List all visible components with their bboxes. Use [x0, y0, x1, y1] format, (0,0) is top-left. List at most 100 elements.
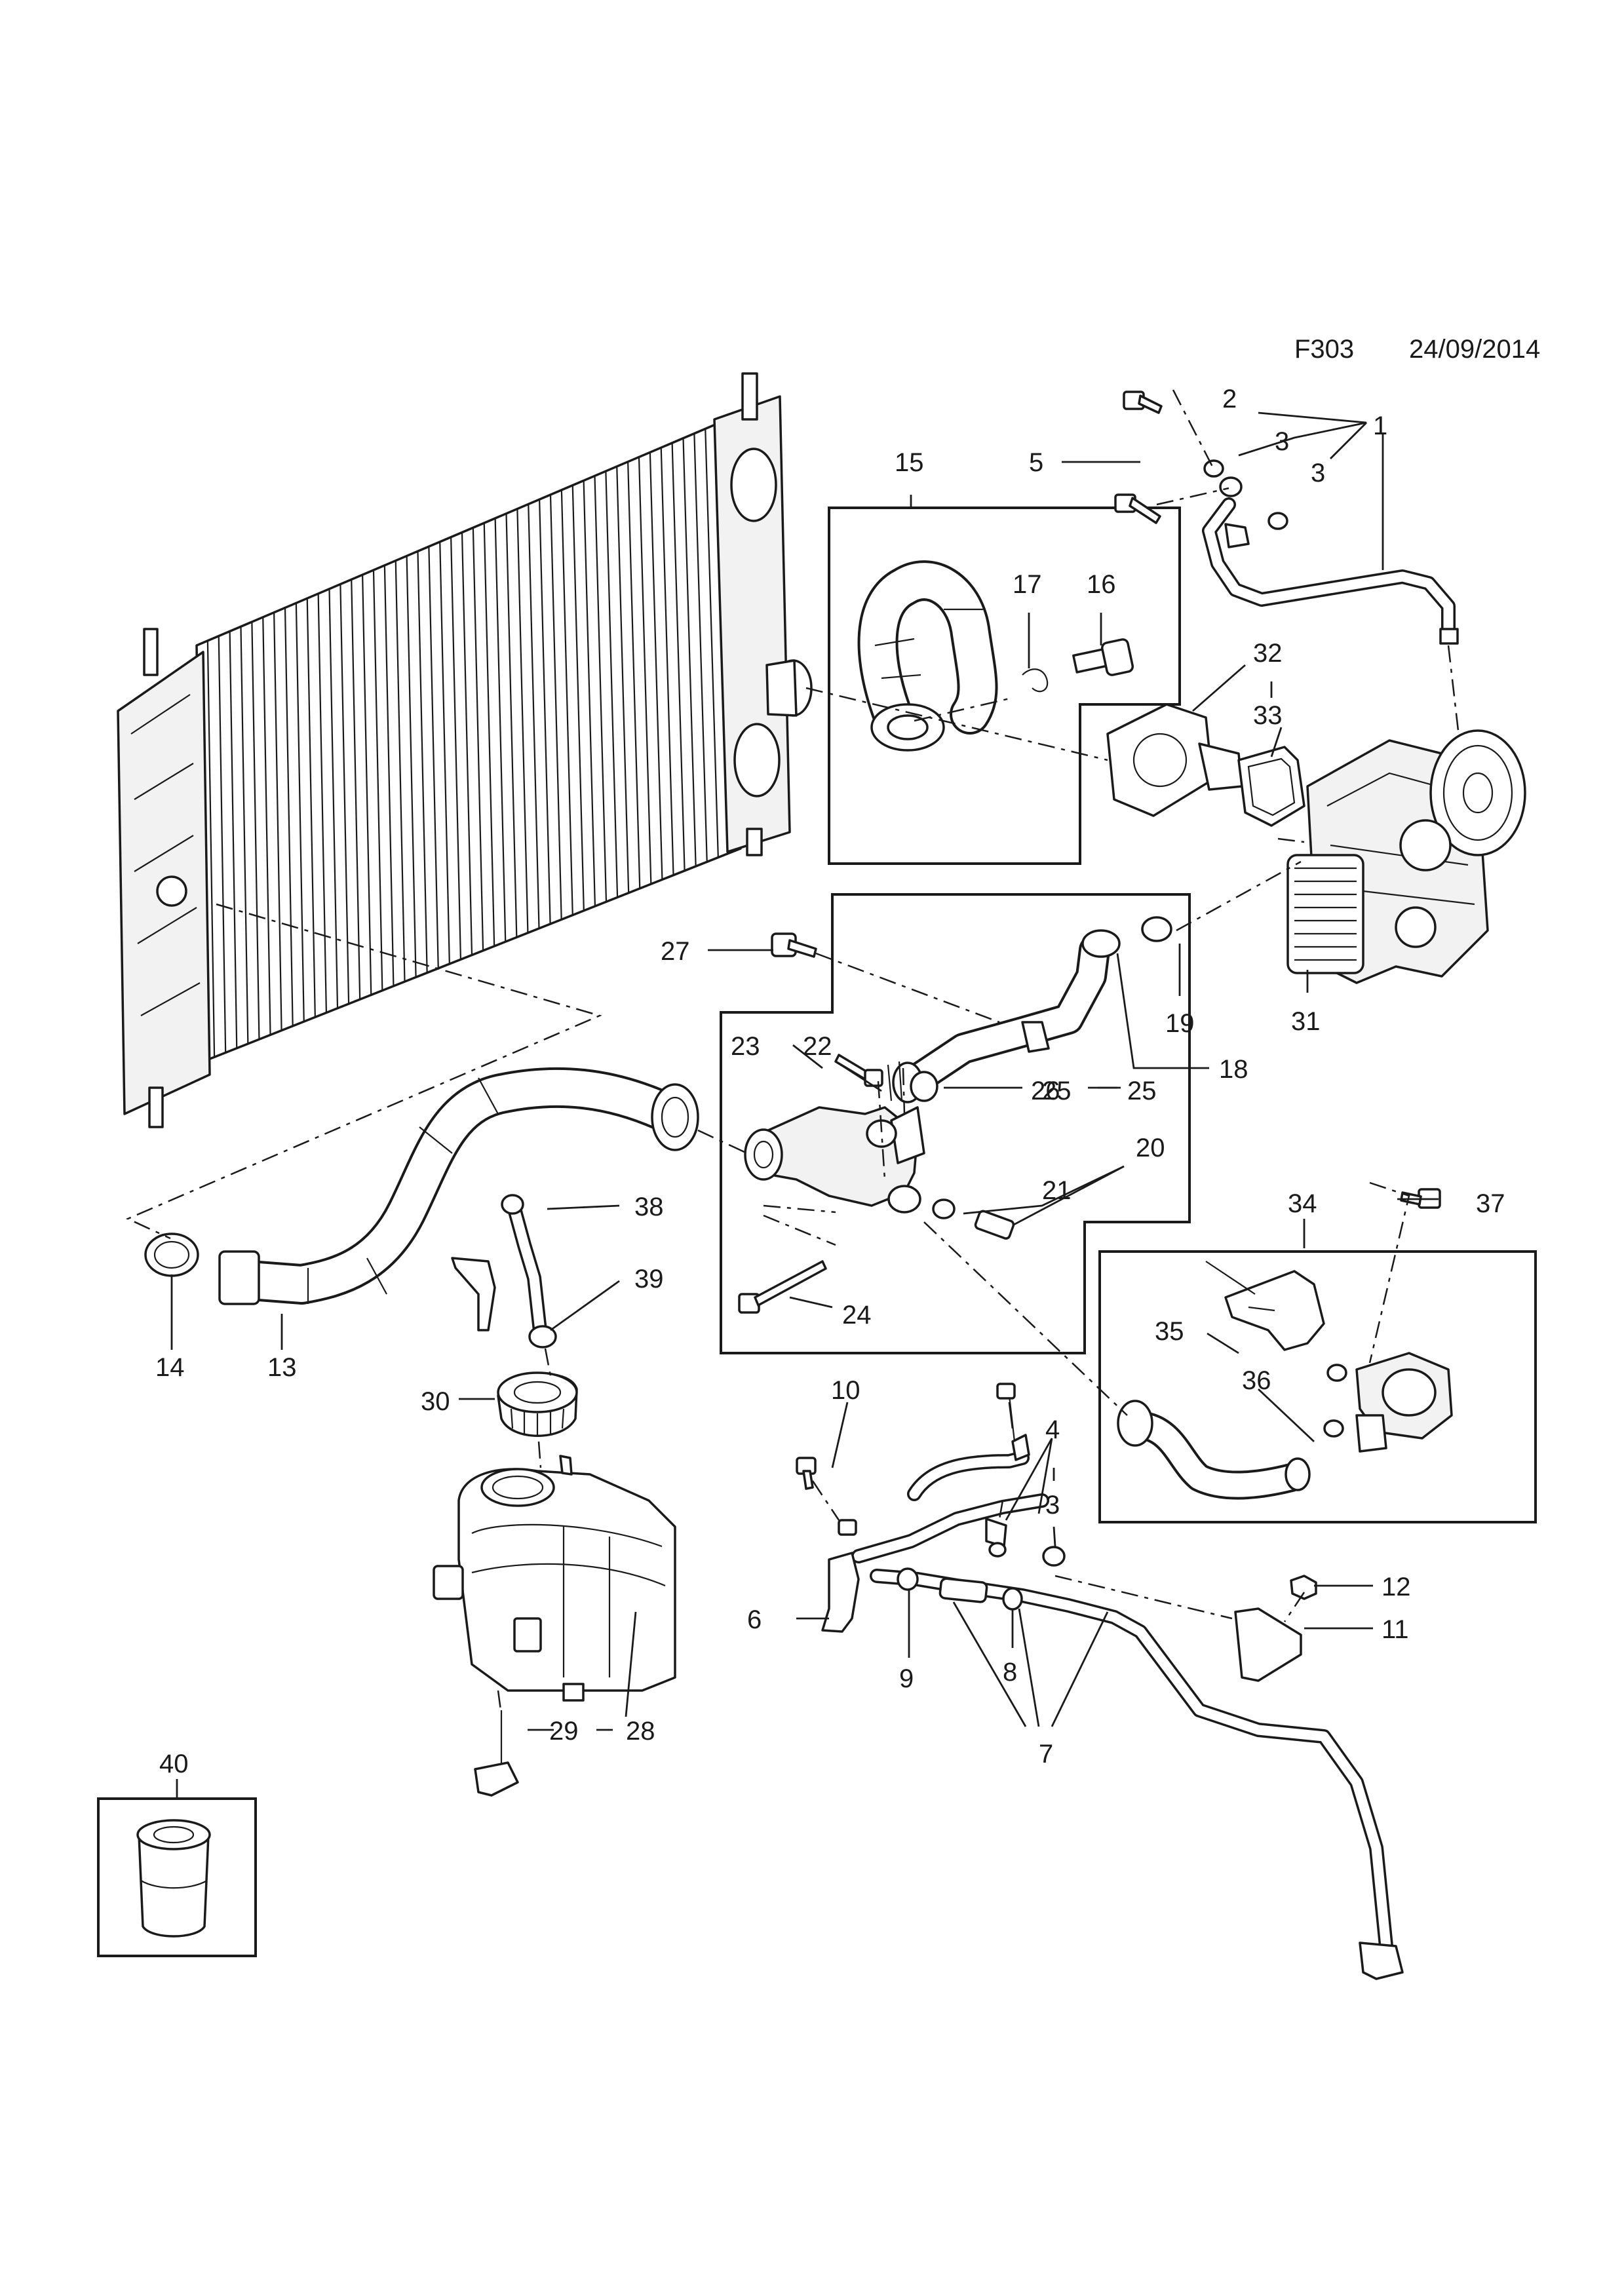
radiator-fin — [494, 518, 507, 942]
connection-line — [544, 1348, 552, 1377]
radiator-fin — [483, 523, 495, 946]
sensor-20-icon — [974, 1210, 1015, 1240]
radiator-fin — [262, 617, 271, 1035]
callout-27: 27 — [661, 937, 690, 966]
radiator-fin — [505, 513, 518, 938]
callout-35: 35 — [1155, 1317, 1184, 1346]
filler-cap-icon — [497, 1371, 578, 1437]
radiator-fin — [306, 598, 316, 1018]
bolt-10-icon — [796, 1457, 857, 1536]
connection-line — [877, 1081, 886, 1180]
callout-7: 7 — [1039, 1740, 1053, 1769]
radiator-fin — [461, 532, 473, 955]
radiator-fin — [240, 626, 249, 1044]
callout-9: 9 — [899, 1664, 914, 1693]
callout-23: 23 — [731, 1032, 760, 1061]
radiator-fin — [428, 546, 439, 968]
callout-29: 29 — [549, 1717, 579, 1746]
clip-22-icon — [887, 1061, 903, 1101]
radiator-fin — [705, 429, 719, 858]
callout-8: 8 — [1003, 1658, 1017, 1687]
connection-line — [998, 1500, 1004, 1520]
callout-17: 17 — [1013, 570, 1042, 599]
washer-3-icon — [1203, 459, 1288, 530]
callout-40: 40 — [159, 1750, 189, 1778]
radiator-fin — [660, 448, 674, 875]
radiator-fin — [251, 622, 260, 1040]
connection-line — [815, 952, 1000, 1024]
callout-15: 15 — [895, 448, 924, 477]
callout-21: 21 — [1042, 1176, 1072, 1205]
connection-line — [537, 1441, 542, 1468]
hose-35-icon — [1117, 1400, 1311, 1500]
callout-13: 13 — [267, 1353, 297, 1382]
group-box-18 — [720, 893, 1191, 1354]
radiator-fin — [627, 461, 641, 889]
clip-8-icon — [1002, 1587, 1023, 1611]
radiator-fin — [383, 565, 395, 986]
callout-10: 10 — [831, 1376, 860, 1405]
callout-28: 28 — [626, 1717, 655, 1746]
connection-line — [1368, 1181, 1410, 1364]
clip-39-icon — [528, 1325, 557, 1349]
connection-line — [1172, 389, 1214, 467]
connection-line — [914, 697, 1013, 722]
sensor-4-icon — [985, 1518, 1007, 1558]
radiator-fin — [693, 433, 708, 862]
diagram-date: 24/09/2014 — [1409, 335, 1540, 364]
radiator-fin — [295, 603, 305, 1022]
callout-3: 3 — [1311, 459, 1325, 488]
plug-icon — [136, 1819, 211, 1938]
radiator-fin — [616, 466, 630, 893]
radiator-fin — [206, 640, 216, 1058]
radiator-fin — [417, 551, 428, 973]
callout-38: 38 — [634, 1193, 664, 1221]
connection-line — [1156, 487, 1229, 506]
callout-34: 34 — [1288, 1189, 1317, 1218]
connection-line — [902, 1067, 906, 1115]
level-sensor-29-icon — [474, 1710, 519, 1797]
radiator-fin — [528, 504, 540, 928]
callout-4: 4 — [1045, 1415, 1060, 1444]
callout-37: 37 — [1476, 1189, 1505, 1218]
callout-25: 25 — [1127, 1077, 1157, 1105]
thermostat-housing-icon — [1106, 703, 1243, 817]
gasket-33-icon — [1237, 746, 1305, 827]
radiator-fin — [284, 607, 294, 1026]
bolt-23-icon — [834, 1054, 883, 1087]
radiator-fin — [571, 485, 585, 911]
radiator-fin — [229, 631, 238, 1048]
radiator-icon — [117, 372, 813, 1128]
callout-20: 20 — [1136, 1134, 1165, 1162]
bracket-6-icon — [821, 1552, 860, 1633]
callout-2: 2 — [1222, 385, 1237, 413]
callout-5: 5 — [1029, 448, 1043, 477]
bolt-27-icon — [771, 932, 817, 958]
radiator-fin — [682, 438, 697, 867]
group-box-15 — [828, 507, 1181, 865]
callout-22: 22 — [803, 1032, 832, 1061]
radiator-fin — [372, 569, 383, 991]
engine-block-icon — [1286, 729, 1526, 984]
radiator-fin — [317, 593, 328, 1013]
radiator-fin — [273, 612, 282, 1031]
radiator-fin — [339, 584, 350, 1004]
hose-38-icon — [451, 1194, 548, 1344]
callout-30: 30 — [421, 1387, 450, 1416]
leader-lines — [170, 411, 1439, 1799]
group-box-34 — [1098, 1250, 1537, 1523]
radiator-fin — [549, 494, 562, 920]
clip-9-icon — [897, 1567, 919, 1591]
o-ring-26-icon — [910, 1071, 938, 1102]
washer-3-lower-icon — [1042, 1546, 1066, 1567]
callout-26: 26 — [1031, 1077, 1060, 1105]
callout-16: 16 — [1087, 570, 1116, 599]
radiator-fin — [539, 499, 551, 925]
connection-line — [125, 903, 602, 1240]
o-ring-19-icon — [1141, 916, 1172, 942]
radiator-fin — [439, 541, 450, 965]
radiator-fin — [218, 636, 227, 1053]
bolt-5-icon — [1114, 493, 1161, 524]
